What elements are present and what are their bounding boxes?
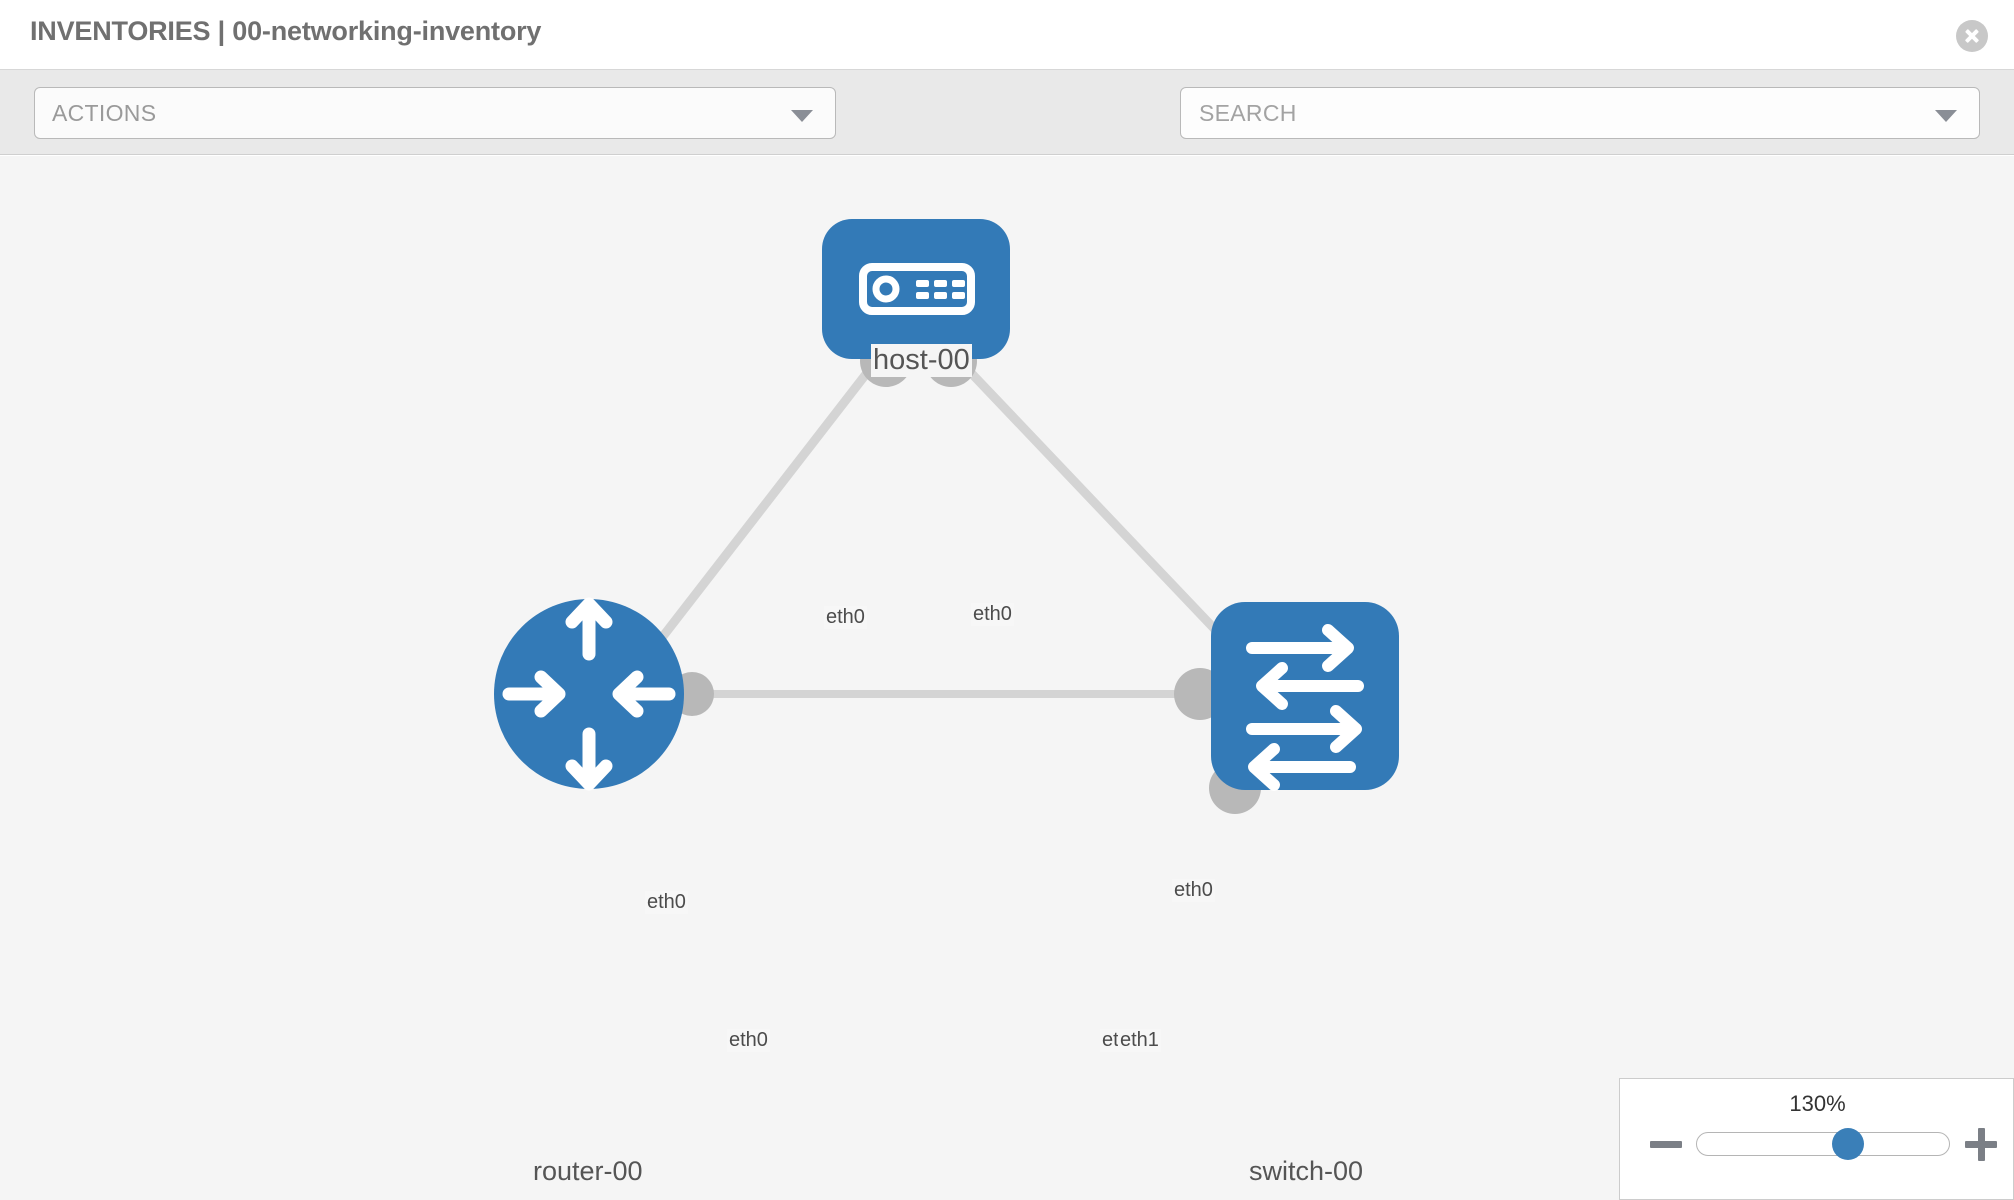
port-label-router-right: eth0 [727,1029,770,1052]
actions-dropdown[interactable]: ACTIONS [34,87,836,139]
link-layer [636,352,1249,698]
node-host-00 [822,219,1010,359]
port-layer [670,335,1261,814]
actions-dropdown-label: ACTIONS [52,100,157,126]
port-label-router-up: eth0 [645,891,688,914]
zoom-control-panel: 130% [1619,1078,2014,1200]
node-router-00 [494,597,684,791]
toolbar: ACTIONS [0,70,2014,198]
plus-icon[interactable] [1964,1127,1998,1161]
port-label-host-left: eth0 [824,606,867,629]
server-icon [859,263,975,315]
topology-graph [494,219,1399,814]
search-input[interactable] [1197,88,1897,138]
zoom-level-value: 130% [1789,1091,1846,1116]
link-host-router [636,353,884,669]
node-label-router-00: router-00 [531,1156,645,1187]
port-label-host-right: eth0 [971,603,1014,626]
search-chevron-down-icon[interactable] [1935,110,1957,122]
close-icon[interactable] [1956,20,1988,52]
port-label-switch-left-b: eth1 [1118,1029,1161,1052]
minus-icon[interactable] [1649,1127,1683,1161]
zoom-slider[interactable] [1696,1128,1950,1160]
node-label-switch-00: switch-00 [1247,1156,1366,1187]
chevron-down-icon [791,110,813,122]
page-title: INVENTORIES | 00-networking-inventory [30,16,542,46]
node-switch-00 [1211,602,1399,791]
link-host-switch [951,352,1249,665]
switch-arrows-icon [1246,624,1364,791]
port-label-switch-up: eth0 [1172,879,1215,902]
page-header: INVENTORIES | 00-networking-inventory [0,0,2014,70]
node-label-host-00: host-00 [871,344,972,377]
search-box[interactable] [1180,87,1980,139]
zoom-slider-thumb[interactable] [1832,1128,1865,1160]
router-arrows-icon [502,597,676,791]
topology-canvas[interactable]: host-00 router-00 switch-00 eth0 eth0 et… [0,156,2014,1200]
